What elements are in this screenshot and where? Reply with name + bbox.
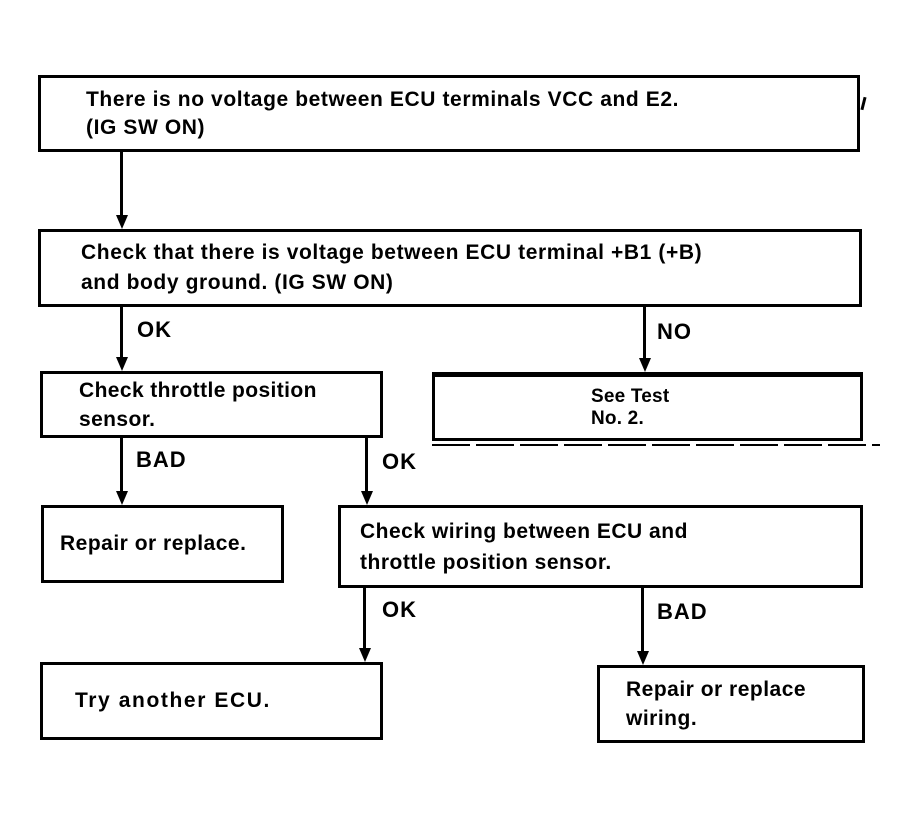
scan-artifact-mark: [860, 96, 867, 111]
connector-wiring-bad: [641, 588, 644, 651]
connector-start-to-checkb1: [120, 151, 123, 215]
down-arrowhead-icon: [637, 651, 649, 665]
node-text-line: (IG SW ON): [86, 115, 206, 139]
node-text-line: Repair or replace.: [60, 532, 247, 555]
down-arrowhead-icon: [359, 648, 371, 662]
node-try-another-ecu: Try another ECU.: [40, 662, 383, 740]
node-text-line: wiring.: [626, 707, 698, 730]
node-text-line: Check throttle position: [79, 378, 317, 402]
connector-checkb1-ok: [120, 307, 123, 357]
node-text-line: Repair or replace: [626, 678, 807, 701]
node-check-wiring: Check wiring between ECU and throttle po…: [338, 505, 863, 588]
edge-label-bad: BAD: [136, 447, 187, 472]
node-repair-or-replace: Repair or replace.: [41, 505, 284, 583]
edge-label-ok: OK: [137, 317, 172, 342]
node-text-line: Try another ECU.: [75, 689, 271, 712]
node-text-line: There is no voltage between ECU terminal…: [86, 87, 680, 111]
edge-label-no: NO: [657, 319, 692, 344]
connector-checkb1-no: [643, 307, 646, 358]
node-check-throttle-sensor: Check throttle position sensor.: [40, 371, 383, 438]
connector-tps-bad: [120, 438, 123, 491]
down-arrowhead-icon: [116, 491, 128, 505]
node-text-line: sensor.: [79, 407, 156, 431]
down-arrowhead-icon: [116, 215, 128, 229]
node-see-test-no2: See Test No. 2.: [432, 372, 863, 441]
connector-tps-ok: [365, 438, 368, 491]
node-text-line: and body ground. (IG SW ON): [81, 271, 394, 294]
node-text-line: No. 2.: [591, 407, 644, 429]
node-text-line: Check wiring between ECU and: [360, 519, 688, 543]
down-arrowhead-icon: [116, 357, 128, 371]
connector-wiring-ok: [363, 588, 366, 648]
down-arrowhead-icon: [361, 491, 373, 505]
edge-label-bad: BAD: [657, 599, 708, 624]
node-text-line: See Test: [591, 385, 670, 407]
node-repair-replace-wiring: Repair or replace wiring.: [597, 665, 865, 743]
node-text-line: Check that there is voltage between ECU …: [81, 241, 703, 264]
edge-label-ok: OK: [382, 449, 417, 474]
scan-double-rule: [432, 444, 880, 446]
node-check-b1-voltage: Check that there is voltage between ECU …: [38, 229, 862, 307]
edge-label-ok: OK: [382, 597, 417, 622]
node-text-line: throttle position sensor.: [360, 550, 612, 574]
node-no-voltage-vcc-e2: There is no voltage between ECU terminal…: [38, 75, 860, 152]
down-arrowhead-icon: [639, 358, 651, 372]
